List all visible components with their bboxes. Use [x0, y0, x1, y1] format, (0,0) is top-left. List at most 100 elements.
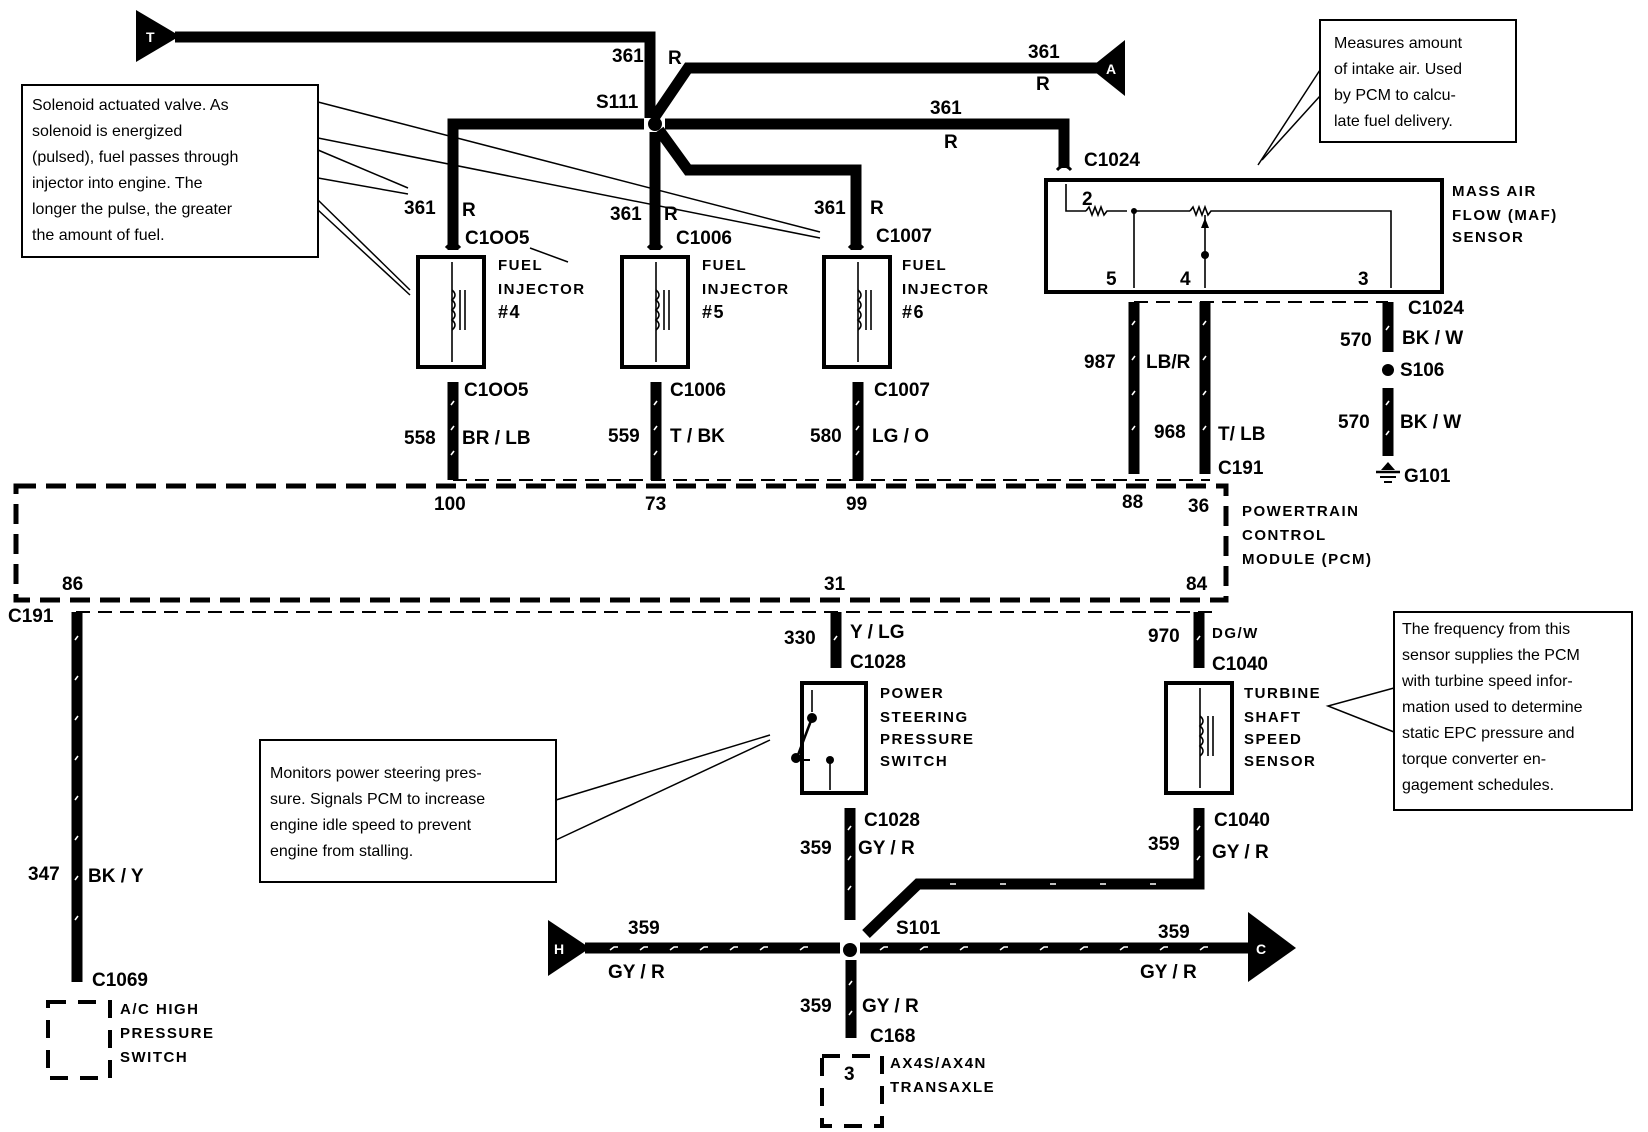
wire-ps-pwr-color: GY / R [858, 838, 915, 859]
wire-t-to-s111 [175, 31, 656, 118]
wire-maf-gnd-lo-color: BK / W [1400, 412, 1461, 433]
splice-s106-label: S106 [1400, 360, 1444, 381]
wire-inj4-sig-circuit: 558 [404, 428, 436, 449]
note-tss-text: The frequency from this sensor supplies … [1401, 621, 1587, 794]
maf-pin-4: 4 [1180, 269, 1191, 290]
offpage-connector-t[interactable]: T [136, 10, 180, 62]
wire-tss-sig-circuit: 970 [1148, 626, 1180, 647]
conn-inj4-top: C1OO5 [465, 228, 530, 249]
wire-inj4-feed-color: R [462, 200, 476, 221]
turbine-shaft-speed-sensor[interactable]: TURBINE SHAFT SPEED SENSOR [1164, 681, 1327, 795]
ground-icon [1376, 462, 1400, 483]
wire-inj6-signal [852, 382, 864, 480]
conn-maf-bot: C1024 [1408, 298, 1464, 319]
wire-ac-circuit: 347 [28, 864, 60, 885]
wire-maf-sig-circuit: 987 [1084, 352, 1116, 373]
wire-maf-gnd-up-circuit: 570 [1340, 330, 1372, 351]
wire-inj5-signal [650, 382, 662, 480]
wire-s111-to-inj4 [447, 118, 644, 250]
pcm-pin-maf-rtn: 36 [1188, 496, 1209, 517]
splice-s111-dot [648, 117, 662, 131]
offpage-connector-c[interactable]: C [1248, 912, 1296, 982]
splice-s101-label: S101 [896, 918, 941, 939]
wire-inj5-feed-circuit: 361 [610, 204, 642, 225]
ground-g101-label: G101 [1404, 466, 1451, 487]
wire-s111-to-maf [665, 118, 1070, 168]
conn-inj6-bot: C1007 [874, 380, 930, 401]
pcm-pin-maf-sig: 88 [1122, 492, 1143, 513]
inj5-label: FUEL INJECTOR #5 [702, 257, 795, 322]
wire-s101-to-c [860, 942, 1250, 954]
conn-pcm-c191-right: C191 [1218, 458, 1264, 479]
fuel-injector-5[interactable]: FUEL INJECTOR #5 [620, 242, 795, 369]
wire-c-color: GY / R [1140, 962, 1197, 983]
offpage-a-label: A [1106, 61, 1116, 77]
fuel-injector-6[interactable]: FUEL INJECTOR #6 [822, 242, 995, 369]
wire-tss-signal [1193, 612, 1205, 668]
note-maf: Measures amount of intake air. Used by P… [1257, 19, 1517, 166]
conn-inj4-bot: C1OO5 [464, 380, 529, 401]
wire-t-circuit: 361 [612, 46, 644, 67]
note-maf-text: Measures amount of intake air. Used by P… [1334, 35, 1467, 130]
wire-maf-sig-color: LB/R [1146, 352, 1191, 373]
wire-inj4-sig-color: BR / LB [462, 428, 531, 449]
wire-s111-to-inj6 [654, 126, 862, 250]
pcm-pin-inj4: 100 [434, 494, 466, 515]
pcm-module-outline[interactable] [13, 483, 1229, 603]
wire-t-color: R [668, 48, 682, 69]
wire-a-color: R [1036, 74, 1050, 95]
wire-trans-circuit: 359 [800, 996, 832, 1017]
conn-tss-top: C1040 [1212, 654, 1268, 675]
wire-ps-sig-circuit: 330 [784, 628, 816, 649]
wire-maf-gnd-up-color: BK / W [1402, 328, 1463, 349]
wire-ps-sig-color: Y / LG [850, 622, 905, 643]
wire-trans-color: GY / R [862, 996, 919, 1017]
fuel-injector-4[interactable]: FUEL INJECTOR #4 [416, 242, 591, 369]
maf-pin-5: 5 [1106, 269, 1117, 290]
pcm-pin-inj5: 73 [645, 494, 666, 515]
offpage-c-label: C [1256, 941, 1266, 957]
wire-tss-power [862, 808, 1205, 938]
power-steering-pressure-switch[interactable]: POWER STEERING PRESSURE SWITCH [791, 681, 980, 795]
conn-pcm-c191-left: C191 [8, 606, 54, 627]
wire-s101-to-transaxle [845, 960, 857, 1038]
offpage-t-label: T [146, 29, 155, 45]
ac-high-pressure-switch[interactable]: A/C HIGH PRESSURE SWITCH [46, 1000, 220, 1080]
wire-inj5-sig-color: T / BK [670, 426, 725, 447]
wire-c-circuit: 359 [1158, 922, 1190, 943]
wire-s111-to-a [649, 62, 1105, 122]
offpage-connector-a[interactable]: A [1090, 40, 1125, 96]
maf-pin-2: 2 [1082, 189, 1093, 210]
conn-inj5-bot: C1006 [670, 380, 726, 401]
pcm-pin-inj6: 99 [846, 494, 867, 515]
note-injector-text: Solenoid actuated valve. As solenoid is … [32, 97, 243, 244]
conn-inj5-top: C1006 [676, 228, 732, 249]
wire-h-to-s101 [585, 942, 840, 954]
conn-ac: C1069 [92, 970, 148, 991]
note-tss: The frequency from this sensor supplies … [1325, 611, 1633, 811]
conn-maf-top: C1024 [1084, 150, 1140, 171]
note-injector: Solenoid actuated valve. As solenoid is … [21, 84, 319, 258]
pcm-pin-tss: 84 [1186, 574, 1208, 595]
wire-ps-pwr-circuit: 359 [800, 838, 832, 859]
wire-inj6-feed-color: R [870, 198, 884, 219]
wire-ac-switch [71, 612, 83, 982]
wire-inj6-feed-circuit: 361 [814, 198, 846, 219]
wire-inj4-signal [447, 382, 459, 480]
maf-sensor[interactable]: 2 5 4 3 MASS AIR FLOW (MAF) SENSOR [1044, 164, 1563, 294]
ps-switch-label: POWER STEERING PRESSURE SWITCH [880, 685, 980, 770]
note-ps: Monitors power steering pres- sure. Sign… [259, 734, 771, 883]
wire-maf-rtn-color: T/ LB [1218, 424, 1266, 445]
pcm-pin-ps: 31 [824, 574, 846, 595]
wire-maf-ground-lower [1382, 388, 1394, 456]
wire-maf-feed-circuit: 361 [930, 98, 962, 119]
wire-ps-signal [830, 612, 842, 668]
wire-inj6-sig-circuit: 580 [810, 426, 842, 447]
wire-inj4-feed-circuit: 361 [404, 198, 436, 219]
offpage-h-label: H [554, 941, 564, 957]
offpage-connector-h[interactable]: H [548, 920, 590, 976]
wire-maf-ground-upper [1382, 302, 1394, 352]
ax4s-transaxle[interactable]: 3 AX4S/AX4N TRANSAXLE [820, 1054, 995, 1128]
inj4-label: FUEL INJECTOR #4 [498, 257, 591, 322]
pcm-label: POWERTRAIN CONTROL MODULE (PCM) [1242, 503, 1373, 568]
